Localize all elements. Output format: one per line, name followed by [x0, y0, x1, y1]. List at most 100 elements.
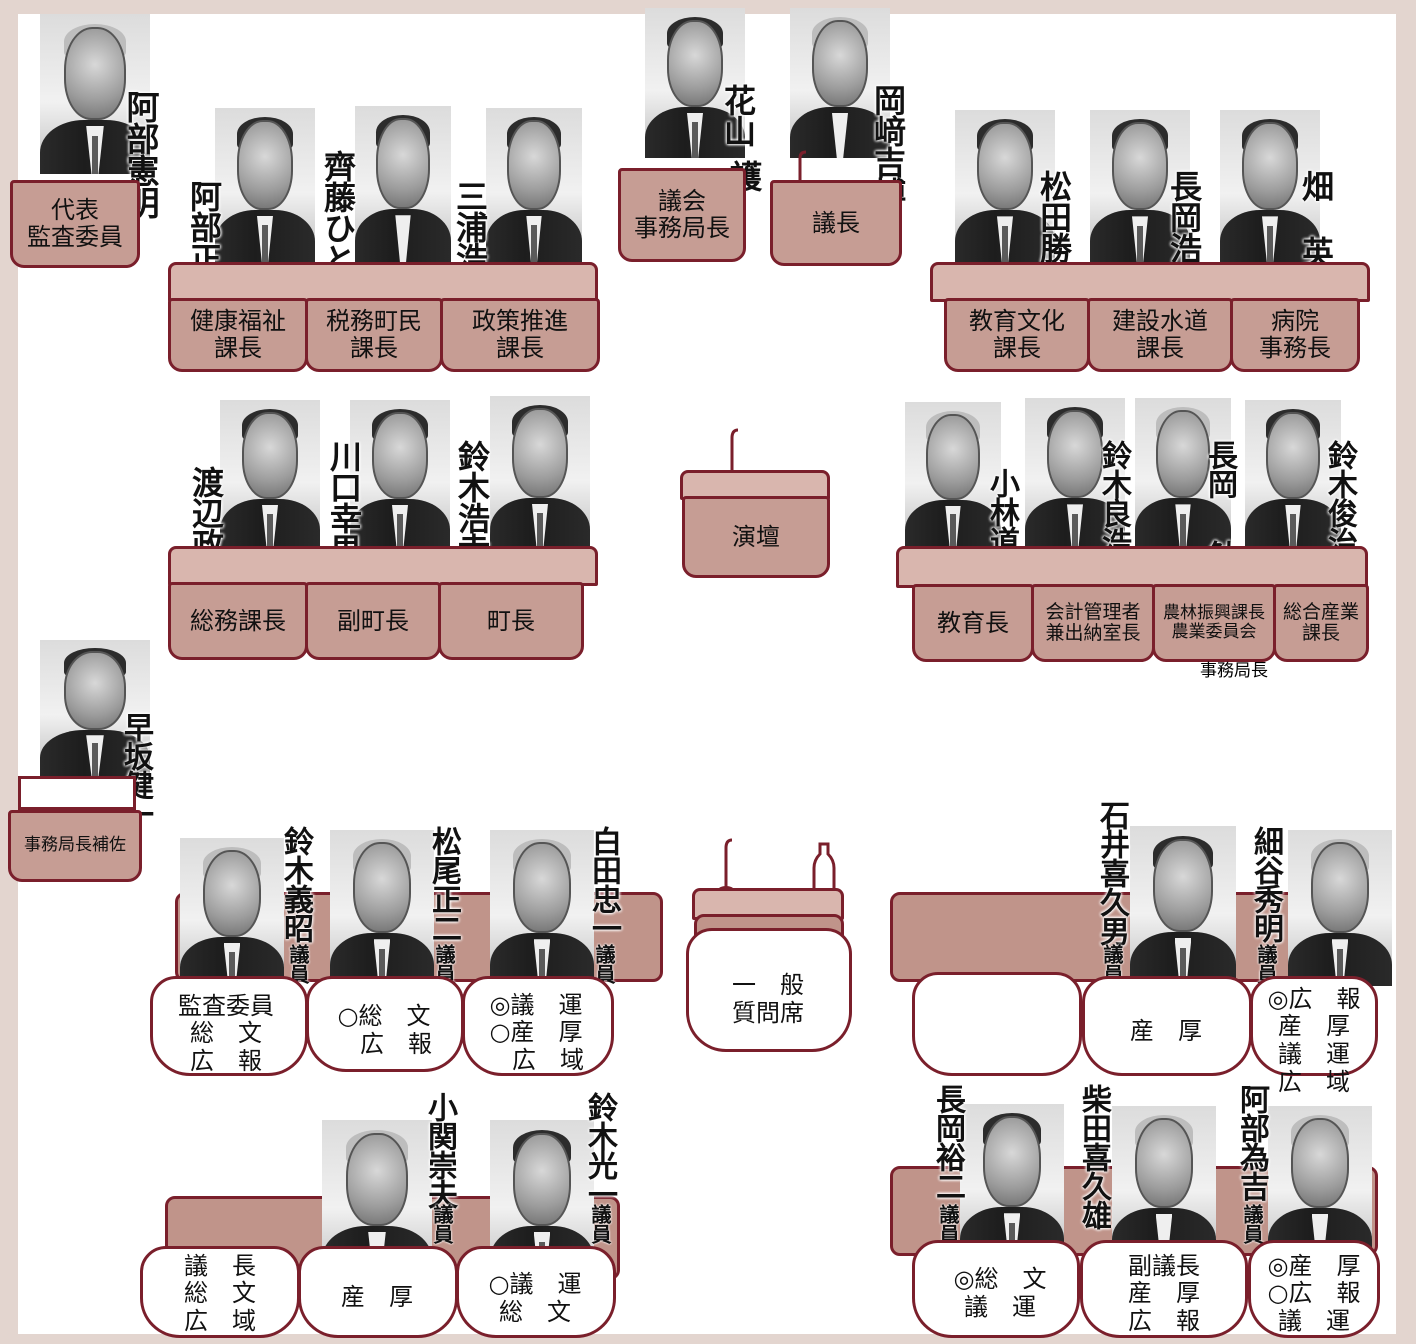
- role-gikai-1: 議会: [658, 187, 706, 216]
- name-nagaoka-tsutomu-top: 長岡: [1202, 440, 1237, 498]
- chair-ishii: [1082, 976, 1252, 1076]
- portrait-suzuki-yoshihiro: [1025, 398, 1125, 550]
- portrait-hayasaka: [40, 640, 150, 776]
- role-kenko-2: 課長: [214, 334, 262, 362]
- portrait-okazaki: [790, 8, 890, 158]
- seat-line: 広 報: [190, 1046, 262, 1075]
- desk-gicho: 議長: [770, 180, 902, 266]
- desk-byoin: 病院事務長: [1230, 298, 1360, 372]
- role-norin-1: 農林振興課長: [1163, 602, 1265, 623]
- desk-somu: 総務課長: [168, 582, 308, 660]
- role-norin-3: 事務局長: [1200, 661, 1268, 681]
- role-kyoiku-bunka-2: 課長: [993, 334, 1041, 362]
- seat-line: 議 長: [184, 1251, 256, 1280]
- name-suzuki-yoshiaki: 鈴木義昭: [278, 826, 313, 942]
- seat-line: 副議長: [1128, 1251, 1200, 1280]
- role-fukucho: 副町長: [337, 606, 409, 635]
- desk-kyoikucho: 教育長: [912, 584, 1034, 662]
- role-zeimu-2: 課長: [350, 334, 398, 362]
- desk-gikai-jimukyokucho: 議会事務局長: [618, 168, 746, 262]
- seat-line: ◎総 文: [953, 1265, 1047, 1294]
- portrait-suzuki-yoshiaki: [180, 838, 284, 988]
- chair-text-matsuo: ○総 文 広 報: [310, 996, 458, 1066]
- chair-text-nagaoka-yuji: ◎総 文議 運: [920, 1256, 1080, 1332]
- desk-norin: 農林振興課長農業委員会: [1152, 584, 1276, 662]
- portrait-watanabe: [220, 400, 320, 550]
- chair-text-empty-gicho: 議 長総 文広 域: [146, 1252, 294, 1336]
- podium: 演壇: [682, 496, 830, 578]
- portrait-abe-masafumi: [215, 108, 315, 262]
- chair-hosoya: [1250, 976, 1378, 1076]
- name-koseki: 小関崇夫: [422, 1092, 457, 1208]
- name-ishii: 石井喜久男: [1094, 800, 1129, 945]
- role-seisaku-1: 政策推進: [472, 307, 568, 336]
- role-kenko-1: 健康福祉: [190, 307, 286, 336]
- desk-cho: 町長: [438, 582, 584, 660]
- name-hanayama-top: 花山: [719, 84, 757, 146]
- seat-line: 議 運: [963, 1293, 1036, 1321]
- role-hosa: 事務局長補佐: [24, 835, 126, 856]
- seat-line: ○広 報: [1267, 1279, 1361, 1308]
- seat-line: ○総 文: [337, 1002, 431, 1031]
- question-seat-text: 一 般質問席: [690, 960, 846, 1040]
- portrait-abe-kenmei: [40, 14, 150, 174]
- seat-line: 産 厚: [341, 1283, 413, 1312]
- portrait-matsuo: [330, 830, 434, 986]
- microphone-icon: [716, 838, 736, 894]
- portrait-kawaguchi: [350, 400, 450, 550]
- desk-top-group-d: [896, 546, 1368, 588]
- seat-line: ○産 厚: [489, 1018, 583, 1047]
- desk-jimukyokucho-hosa: 事務局長補佐: [8, 810, 142, 882]
- role-sogo-2: 課長: [1301, 622, 1340, 644]
- portrait-shirota: [490, 830, 594, 986]
- portrait-miura-koichi: [486, 108, 582, 262]
- desk-seisaku-suishin: 政策推進課長: [440, 298, 600, 372]
- desk-kensetsu-suido: 建設水道課長: [1087, 298, 1233, 372]
- chair-shirota: [462, 976, 614, 1076]
- role-somu: 総務課長: [190, 606, 286, 635]
- portrait-suzuki-koko: [490, 396, 590, 550]
- role-norin-2: 農業委員会: [1171, 622, 1257, 642]
- desk-fukucho: 副町長: [305, 582, 441, 660]
- portrait-kobayashi: [905, 402, 1001, 550]
- chair-suzuki-yoshiaki: [150, 976, 308, 1076]
- giin-koseki: 議員: [430, 1204, 454, 1244]
- chair-shibata: [1080, 1240, 1248, 1338]
- portrait-nagaoka-tsutomu: [1135, 398, 1231, 550]
- giin-abe-tamekichi: 議員: [1240, 1204, 1264, 1244]
- question-seat-line2: 質問席: [732, 999, 804, 1027]
- chair-text-hosoya: ◎広 報産 厚議 運広 域: [1254, 985, 1374, 1096]
- role-zeimu-1: 税務町民: [326, 307, 422, 336]
- giin-nagaoka-yuji: 議員: [936, 1204, 960, 1244]
- name-matsuo: 松尾正二: [426, 826, 461, 942]
- portrait-shibata: [1112, 1106, 1216, 1260]
- seat-line: 議 運: [1277, 1040, 1350, 1068]
- desk-audit-rep: 代表監査委員: [10, 180, 140, 268]
- portrait-hata: [1220, 110, 1320, 262]
- name-hosoya: 細谷秀明: [1248, 826, 1283, 942]
- seat-line: 広 域: [488, 1045, 584, 1074]
- chair-text-empty-sanko: 産 厚: [302, 1270, 452, 1326]
- portrait-nagaoka-yuji: [960, 1104, 1064, 1260]
- chair-empty-right-a: [912, 972, 1082, 1076]
- desk-top-group-c: [168, 546, 598, 586]
- name-suzuki-koko: 鈴木浩幸: [453, 440, 491, 564]
- seat-line: 広 域: [1277, 1067, 1350, 1096]
- chair-text-suzuki-yoshiaki: 監査委員総 文広 報: [156, 992, 296, 1076]
- role-gikai-2: 事務局長: [634, 214, 730, 242]
- desk-sogo-sangyo: 総合産業課長: [1273, 584, 1369, 662]
- name-shibata: 柴田喜久雄: [1076, 1084, 1111, 1229]
- desk-kenko-fukushi: 健康福祉課長: [168, 298, 308, 372]
- seat-line: 産 厚: [1128, 1279, 1200, 1308]
- seat-line: 総 文: [498, 1298, 571, 1326]
- chair-nagaoka-yuji: [912, 1240, 1080, 1338]
- desk-box: [18, 776, 136, 810]
- role-kaikei-1: 会計管理者: [1045, 600, 1141, 623]
- seat-line: 産 厚: [1277, 1012, 1350, 1041]
- portrait-saito-hitomi: [355, 106, 451, 262]
- giin-suzuki-koichi: 議員: [588, 1204, 612, 1244]
- portrait-nagaoka-koji: [1090, 110, 1190, 262]
- name-suzuki-shunji: 鈴木俊治: [1322, 440, 1357, 556]
- name-suzuki-yoshihiro: 鈴木良浩: [1096, 440, 1131, 556]
- seat-line: 広 報: [1128, 1306, 1200, 1335]
